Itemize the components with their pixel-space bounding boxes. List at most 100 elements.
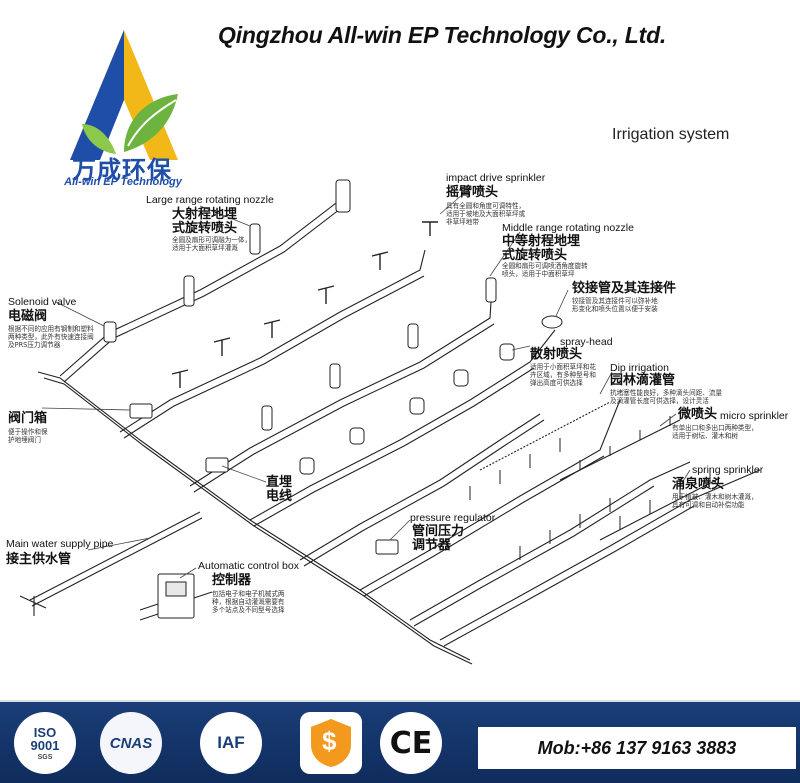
leader-line — [55, 301, 105, 327]
mobile-contact-box: Mob:+86 137 9163 3883 — [478, 727, 796, 769]
label-solenoid-en: Solenoid valve — [8, 296, 77, 308]
label-solenoid-cn: 电磁阀 — [8, 309, 48, 324]
logo-chinese-name: 万成环保 — [72, 156, 172, 184]
sgs-text: SGS — [37, 753, 53, 761]
leader-line — [41, 407, 131, 411]
leader-line — [511, 345, 531, 351]
label-middle-range-cn: 中等射程地埋 式旋转喷头 — [502, 234, 581, 264]
iso-number-text: 9001 — [30, 737, 60, 753]
desc-spray-head: 适用于小面积草坪和花 卉区域，有多种型号和 弹出高度可供选择 — [530, 363, 596, 388]
leader-line — [439, 187, 471, 215]
dollar-sign-text: $ — [322, 726, 337, 756]
branch-pipe-6 — [359, 399, 621, 597]
label-impact-drive-cn: 摇臂喷头 — [446, 185, 499, 200]
large-rotor-head — [335, 179, 351, 213]
spray-head — [299, 457, 315, 475]
desc-solenoid: 根据不同的应用有钢制和塑料 两种类型，此外有快速连接阀 及PRS压力调节器 — [8, 325, 94, 350]
ce-text: CE — [389, 725, 433, 761]
control-box-drawing — [139, 573, 213, 621]
irrigation-diagram — [19, 179, 761, 665]
dollar-shield-icon — [311, 719, 351, 767]
ce-badge: CE — [380, 712, 442, 774]
label-large-range-en: Large range rotating nozzle — [146, 194, 274, 206]
leader-line — [599, 371, 613, 395]
label-swivel-cn: 铰接管及其连接件 — [572, 281, 677, 296]
micro-sprinkler-riser — [579, 416, 671, 470]
label-control-cn: 控制器 — [212, 573, 252, 588]
desc-impact-drive: 具有全圆和角度可调特性， 适用于坡地及大面积草坪或 非草坪地带 — [446, 202, 526, 227]
mobile-number: Mob:+86 137 9163 3883 — [537, 737, 737, 758]
iaf-text: IAF — [217, 733, 245, 752]
label-spray-head-cn: 散射喷头 — [530, 347, 583, 362]
cnas-badge: CNAS — [100, 712, 162, 774]
logo-english-name: All-win EP Technology — [64, 176, 182, 188]
label-micro-cn: 微喷头 — [678, 407, 718, 422]
label-buried-wires-cn: 直埋 电线 — [266, 475, 293, 505]
dollar-badge: $ — [300, 712, 362, 774]
branch-pipe-4 — [249, 329, 556, 527]
branch-pipe-8 — [439, 469, 761, 647]
desc-micro: 有单出口和多出口两种类型， 适用于树坛、灌木和树 — [672, 424, 758, 441]
leader-line — [87, 537, 151, 551]
label-valve-box-cn: 阀门箱 — [8, 411, 48, 426]
branch-pipe-7 — [409, 461, 691, 627]
leader-line — [389, 519, 411, 541]
impact-sprinkler — [213, 337, 231, 356]
desc-swivel: 铰接管及其连接件可以弥补地 形变化和喷头位置以便于安装 — [572, 297, 658, 314]
large-rotor-head — [249, 223, 261, 255]
main-trunk-pipe — [37, 371, 473, 665]
cnas-text: CNAS — [109, 734, 153, 752]
label-middle-range-en: Middle range rotating nozzle — [502, 222, 634, 234]
spray-head — [349, 427, 365, 445]
middle-rotor-head — [261, 405, 273, 431]
branch-pipe-2 — [119, 249, 426, 439]
leader-line — [659, 413, 677, 427]
impact-sprinkler — [263, 319, 281, 338]
micro-sprinkler-pipe — [559, 419, 681, 481]
label-impact-drive-en: impact drive sprinkler — [446, 172, 546, 184]
label-dip-cn: 园林滴灌管 — [610, 373, 676, 388]
valve-box — [205, 457, 229, 473]
leader-line — [199, 205, 251, 227]
diagram-title: Irrigation system — [612, 126, 730, 143]
valve-box — [129, 403, 153, 419]
middle-rotor-head — [329, 363, 341, 389]
impact-sprinkler — [422, 221, 438, 236]
branch-pipe-3 — [189, 285, 495, 493]
pressure-regulator-box — [375, 539, 399, 555]
swivel-joint — [541, 315, 563, 329]
spray-head — [409, 397, 425, 415]
bubbler-riser — [519, 498, 611, 560]
desc-large-range: 全圆及扇形可调融为一体， 适用于大面积草坪灌溉 — [172, 236, 252, 253]
label-pressure-en: pressure regulator — [410, 512, 496, 524]
label-spring-en: spring sprinkler — [692, 464, 764, 476]
spring-sprinkler-riser — [619, 468, 711, 530]
solenoid-valve — [103, 321, 117, 343]
leader-line — [179, 567, 197, 579]
middle-rotor-head — [407, 323, 419, 349]
label-control-en: Automatic control box — [198, 560, 299, 572]
label-main-water-en: Main water supply pipe — [6, 538, 114, 550]
main-supply-pipe — [29, 511, 203, 607]
label-pressure-cn: 管间压力 调节器 — [412, 524, 465, 554]
large-rotor-head — [183, 275, 195, 307]
company-name: Qingzhou All-win EP Technology Co., Ltd. — [218, 22, 667, 48]
label-main-water-cn: 接主供水管 — [6, 552, 72, 567]
desc-middle-range: 全圆和扇形可调喷洒角度旋转 喷头，适用于中面积草坪 — [502, 262, 588, 279]
dip-irrigation-pipe — [479, 401, 611, 471]
leader-line — [555, 289, 569, 317]
label-spring-cn: 涌泉喷头 — [672, 477, 725, 492]
impact-sprinkler — [371, 251, 389, 270]
label-micro-en: micro sprinkler — [720, 410, 789, 422]
leader-line — [221, 465, 267, 483]
label-large-range-cn: 大射程地埋 式旋转喷头 — [172, 207, 238, 237]
desc-valve-box: 便于操作和保 护地埋阀门 — [8, 428, 48, 445]
desc-spring: 用于植被、灌木和树木灌溉， 具有可调和自动补偿功能 — [672, 493, 758, 510]
bubbler-riser — [469, 438, 561, 500]
impact-sprinkler — [171, 369, 189, 388]
company-logo — [70, 30, 178, 160]
desc-control: 包括电子和电子机械式两 种，根据自动灌溉需要有 多个站点及不同型号选择 — [212, 590, 285, 615]
spray-head — [499, 343, 515, 361]
iso-9001-badge: ISO 9001 SGS — [14, 712, 76, 774]
middle-rotor-head — [485, 277, 497, 303]
